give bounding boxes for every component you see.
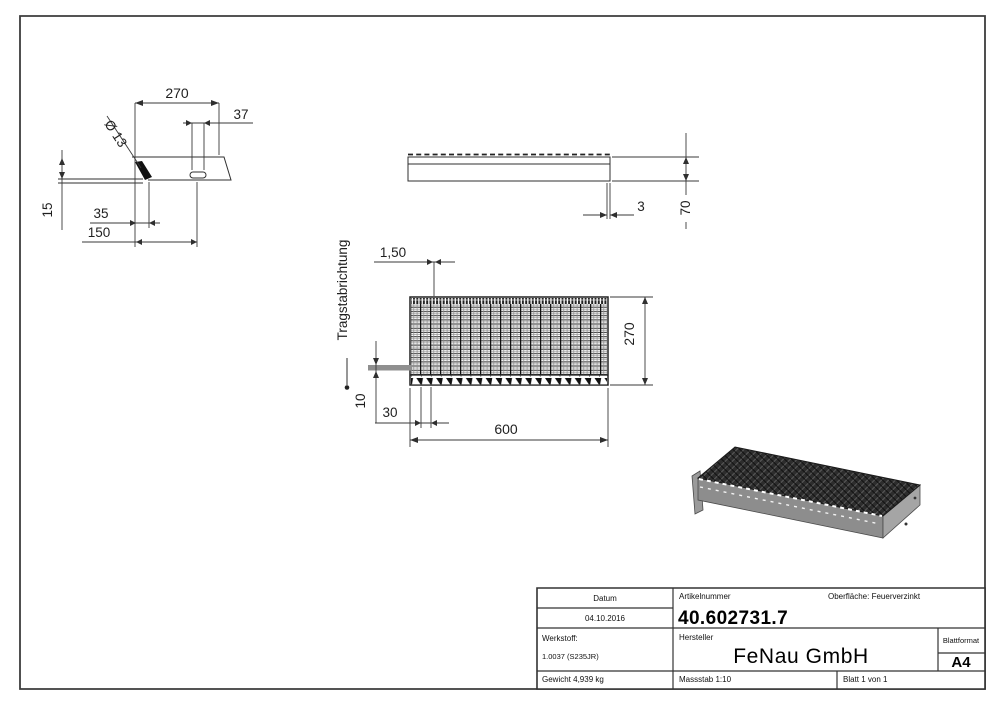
blattformat-value: A4 — [951, 654, 971, 671]
massstab-label: Massstab 1:10 — [679, 675, 732, 684]
dim-70-height: 70 — [612, 133, 699, 229]
dim-37-label: 37 — [233, 107, 248, 122]
direction-label: Tragstabrichtung — [335, 240, 350, 341]
artikelnummer-label: Artikelnummer — [679, 592, 731, 601]
dim-150mm-label: 1,50 — [380, 245, 406, 260]
dim-35-label: 35 — [93, 206, 108, 221]
bearing-bar-direction: Tragstabrichtung — [335, 240, 350, 390]
dim-30-pitch: 30 — [375, 387, 449, 428]
bearing-bar-highlight — [368, 365, 412, 371]
datum-value: 04.10.2016 — [585, 614, 626, 623]
dim-600-length: 600 — [410, 388, 608, 447]
dim-15-label: 15 — [40, 202, 55, 217]
dim-600-label: 600 — [494, 421, 518, 437]
blattformat-label: Blattformat — [943, 636, 980, 645]
gewicht-label: Gewicht 4,939 kg — [542, 675, 604, 684]
dim-bar-thickness: 1,50 — [374, 245, 455, 296]
dim-270-label: 270 — [165, 85, 189, 101]
dim-3-thickness: 3 — [583, 183, 645, 219]
dim-3-label: 3 — [637, 199, 645, 214]
werkstoff-value: 1.0037 (S235JR) — [542, 652, 599, 661]
datum-label: Datum — [593, 594, 617, 603]
grating-sawtooth-band — [411, 375, 607, 385]
hersteller-label: Hersteller — [679, 633, 714, 642]
iso-serration-highlight-top — [699, 479, 882, 516]
iso-bolt-hole-1 — [904, 522, 908, 526]
dim-270-depth: 270 — [610, 297, 653, 385]
grating-top-band — [411, 298, 607, 304]
title-block: Datum 04.10.2016 Artikelnummer Oberfläch… — [537, 588, 985, 689]
dim-70-label: 70 — [678, 200, 693, 215]
dim-15-height: 15 — [40, 150, 65, 230]
dim-270-depth-label: 270 — [621, 322, 637, 346]
plan-view: 1,50 270 600 30 — [335, 240, 653, 447]
dim-30-label: 30 — [382, 405, 397, 420]
dim-70-label-mask — [679, 195, 692, 222]
dim-150-offset: 150 — [82, 182, 197, 247]
direction-end-dot — [344, 385, 350, 390]
dim-10-label: 10 — [353, 393, 368, 408]
dim-37-slot: 37 — [183, 107, 253, 170]
slot-hole — [190, 172, 206, 178]
dim-10-bar: 10 — [353, 341, 379, 423]
grating-mesh-field — [411, 304, 607, 375]
artikelnummer-value: 40.602731.7 — [678, 608, 788, 629]
werkstoff-label: Werkstoff: — [542, 634, 578, 643]
iso-bolt-hole-2 — [913, 496, 917, 500]
iso-view — [691, 446, 922, 539]
hersteller-value: FeNau GmbH — [733, 645, 869, 668]
title-block-border — [537, 588, 985, 689]
dim-150-label: 150 — [88, 225, 111, 240]
side-view: 3 70 — [408, 133, 699, 229]
iso-top-mesh-face — [696, 446, 922, 517]
dim-35-offset: 35 — [90, 182, 160, 228]
iso-serration-highlight-front — [700, 487, 880, 524]
oberflaeche-label: Oberfläche: Feuerverzinkt — [828, 592, 921, 601]
blatt-label: Blatt 1 von 1 — [843, 675, 888, 684]
side-profile — [408, 157, 610, 181]
